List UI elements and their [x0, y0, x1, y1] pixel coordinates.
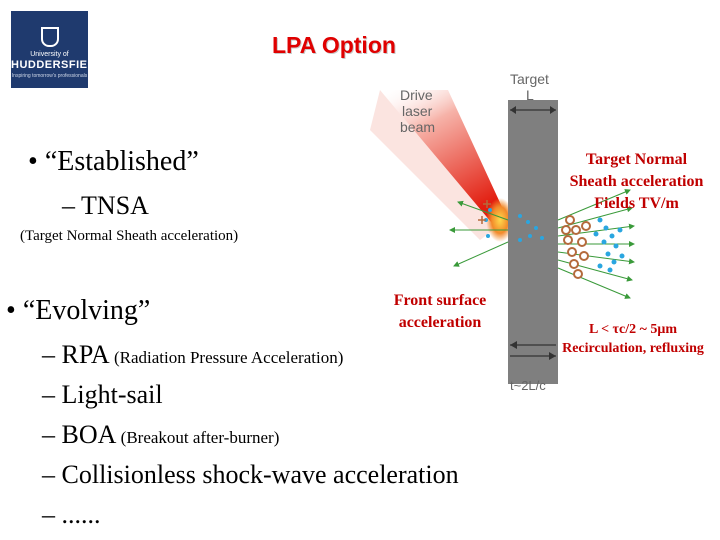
- item-text: – Collisionless shock-wave acceleration: [42, 460, 459, 489]
- logo-line-3: Inspiring tomorrow's professionals: [11, 73, 88, 79]
- time-label: t~2L/c: [510, 378, 546, 393]
- bullet-dot: •: [28, 146, 45, 177]
- drive-label-1: Drive: [400, 87, 433, 103]
- bullet-dot: •: [6, 295, 23, 326]
- crest-icon: [41, 27, 59, 47]
- evolving-item-more: – ......: [42, 500, 101, 530]
- tnsa-line-1: Target Normal: [585, 151, 688, 168]
- tnsa-diagram: Target L Drive laser beam t~2L/c: [370, 71, 635, 393]
- item-text: – Light-sail: [42, 380, 163, 409]
- target-label: Target: [510, 71, 549, 87]
- bullet-evolving: • “Evolving”: [6, 295, 150, 327]
- tnsa-item: – TNSA: [62, 191, 149, 220]
- hotspot: [486, 198, 514, 242]
- tnsa-note: (Target Normal Sheath acceleration): [20, 228, 239, 244]
- item-text: – ......: [42, 500, 101, 529]
- evolving-item-boa: – BOA (Breakout after-burner): [42, 420, 279, 450]
- tnsa-annotation: Target Normal Sheath acceleration Fields…: [553, 149, 720, 215]
- recirc-line-1: L < τc/2 ~ 5μm: [589, 322, 677, 337]
- logo-line-1: University of: [30, 51, 69, 58]
- laser-beam: [380, 90, 508, 228]
- evolving-item-rpa: – RPA (Radiation Pressure Acceleration): [42, 340, 343, 370]
- item-text: – RPA: [42, 340, 110, 369]
- target-l-label: L: [526, 87, 534, 103]
- tnsa-line-3: Fields TV/m: [594, 195, 679, 212]
- evolving-item-shock: – Collisionless shock-wave acceleration: [42, 460, 459, 490]
- evolving-item-light-sail: – Light-sail: [42, 380, 163, 410]
- front-line-1: Front surface: [393, 292, 487, 309]
- front-line-2: acceleration: [398, 314, 482, 331]
- target-block: [508, 100, 558, 384]
- university-logo: University of HUDDERSFIELD Inspiring tom…: [11, 11, 104, 88]
- drive-label-2: laser: [402, 103, 433, 119]
- recirculation-annotation: L < τc/2 ~ 5μm Recirculation, refluxing: [548, 320, 718, 358]
- recirc-line-2: Recirculation, refluxing: [562, 341, 704, 356]
- front-surface-annotation: Front surface acceleration: [375, 290, 505, 334]
- item-text: – BOA: [42, 420, 117, 449]
- item-note: (Radiation Pressure Acceleration): [109, 348, 344, 367]
- bullet-established: • “Established”: [28, 146, 199, 178]
- tnsa-line-2: Sheath acceleration: [569, 173, 704, 190]
- slide-title: LPA Option: [272, 32, 396, 58]
- item-note: (Breakout after-burner): [116, 428, 280, 447]
- drive-label-3: beam: [400, 119, 435, 135]
- logo-line-2: HUDDERSFIELD: [11, 59, 104, 71]
- established-heading: “Established”: [44, 146, 199, 177]
- evolving-heading: “Evolving”: [22, 295, 151, 326]
